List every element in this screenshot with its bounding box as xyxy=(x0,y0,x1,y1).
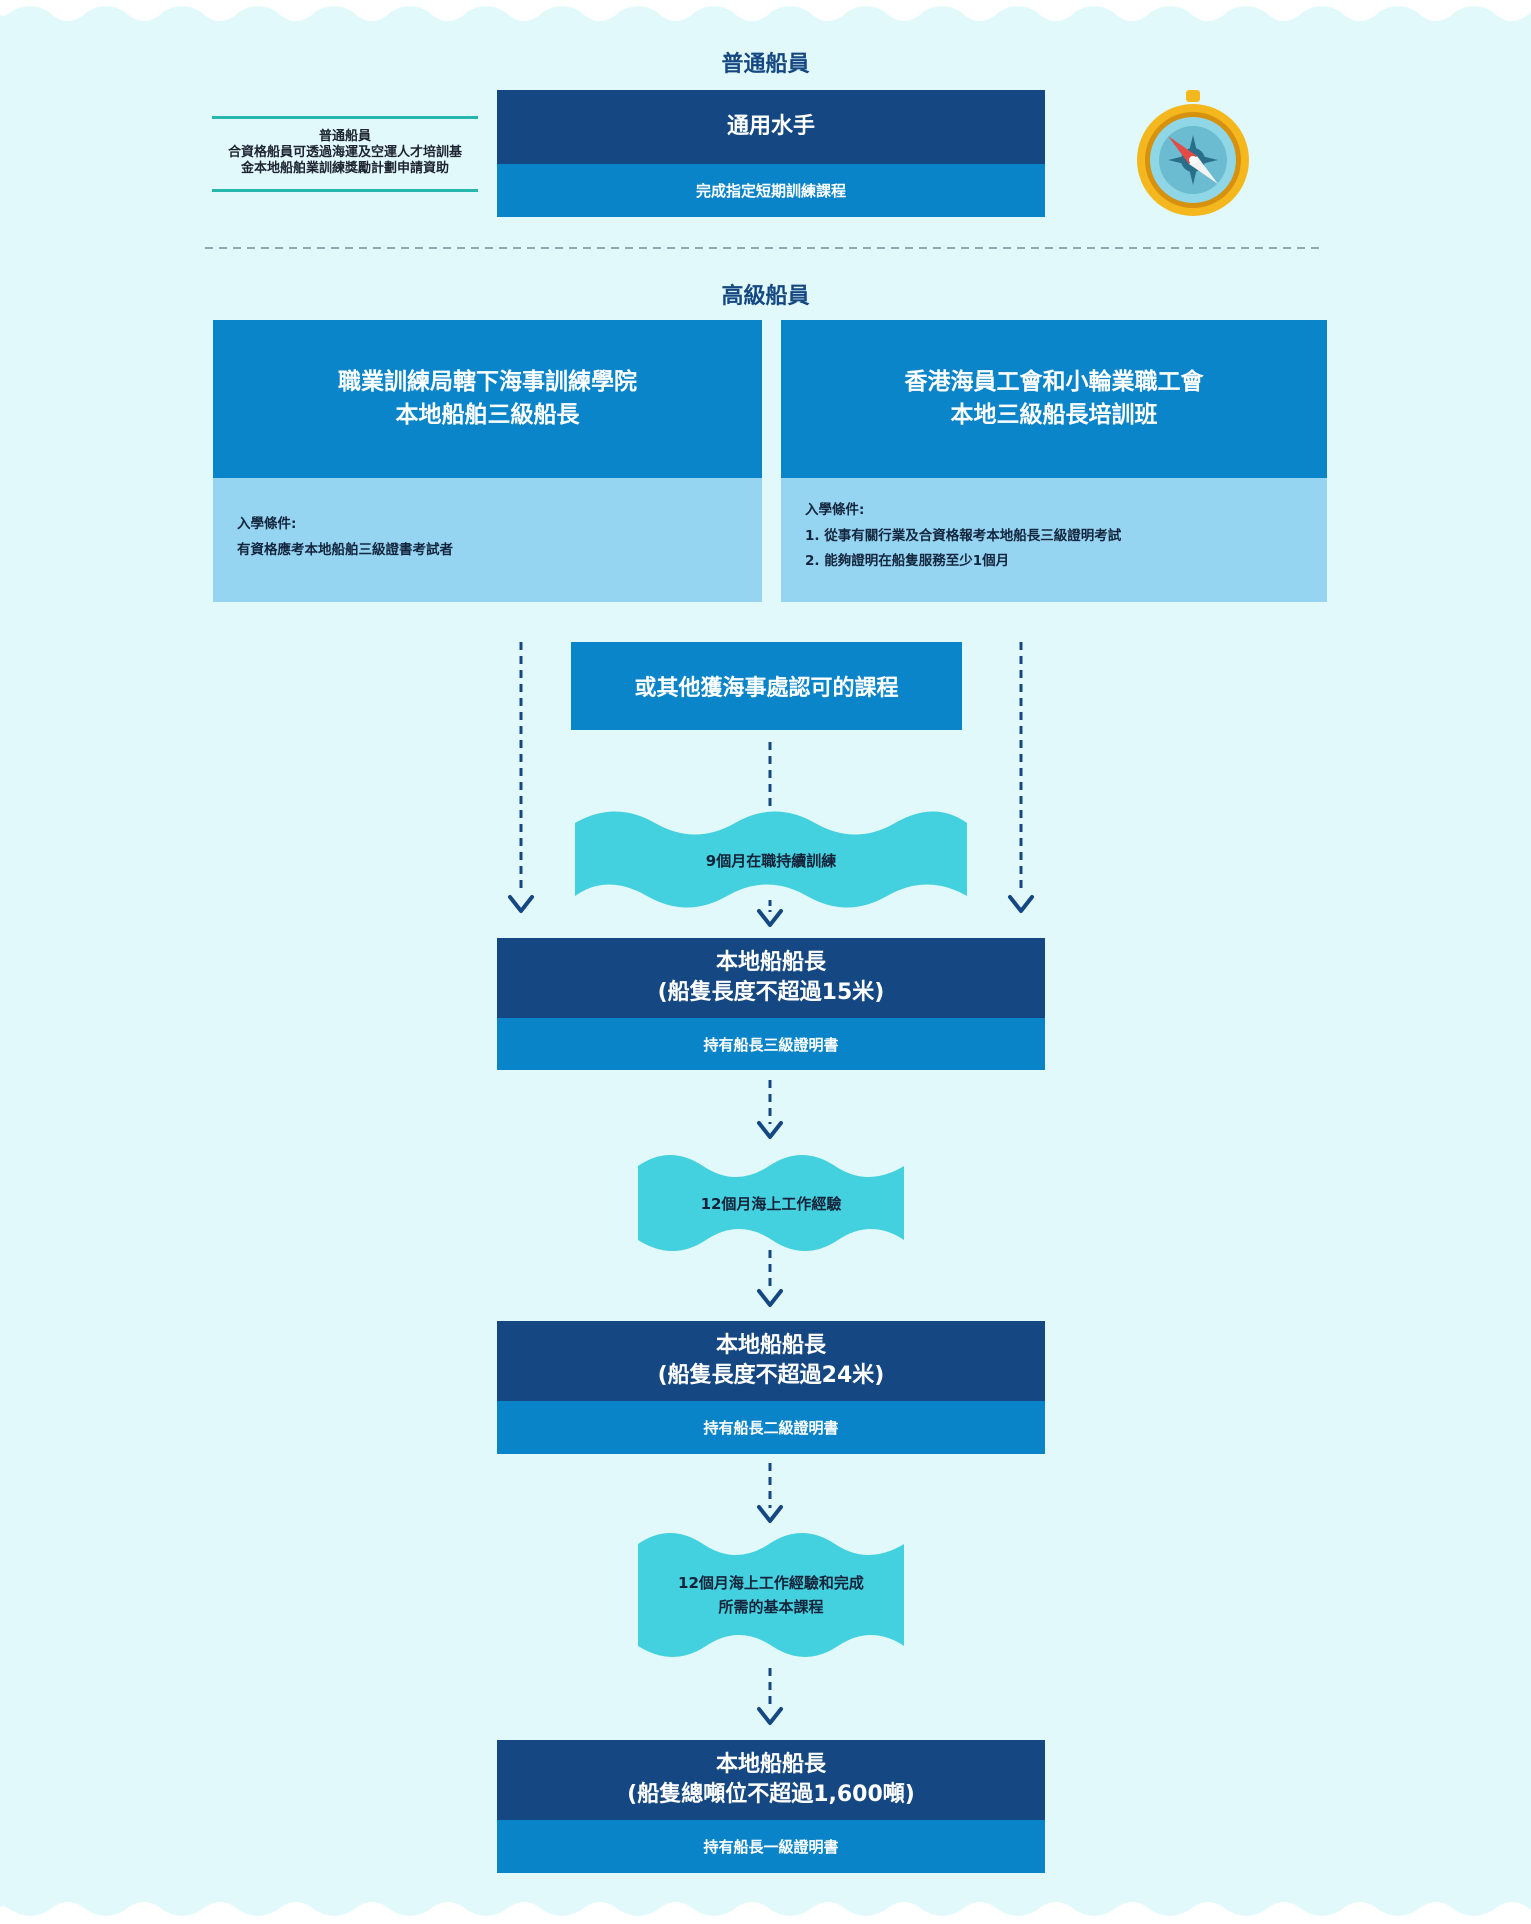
cert-title-line: 本地船船長 xyxy=(715,1333,826,1359)
funding-note-line: 合資格船員可透過海運及空運人才培訓基 xyxy=(227,145,462,160)
wave-label-1: 9個月在職持續訓練 xyxy=(575,826,967,896)
cert-title-line: (船隻長度不超過24米) xyxy=(657,1363,885,1388)
cert-title-line: 本地船船長 xyxy=(715,1752,826,1778)
bottom-wave-border xyxy=(0,1902,1531,1924)
institute-title-line: 職業訓練局轄下海事訓練學院 xyxy=(338,368,637,395)
ordinary-crew-title: 普通船員 xyxy=(721,52,810,77)
cert-sub-text: 持有船長三級證明書 xyxy=(703,1035,839,1054)
other-course-text: 或其他獲海事處認可的課程 xyxy=(634,676,899,701)
seamen-union-card: 香港海員工會和小輪業職工會 本地三級船長培訓班 xyxy=(781,320,1327,478)
center-arrowhead-2 xyxy=(757,1121,783,1139)
cert-title-line: (船隻長度不超過15米) xyxy=(657,980,885,1005)
cert-2-sub: 持有船長二級證明書 xyxy=(497,1401,1045,1454)
other-approved-course-box: 或其他獲海事處認可的課程 xyxy=(571,642,962,730)
course-title-line: 本地三級船長培訓班 xyxy=(950,402,1158,428)
senior-crew-title: 高級船員 xyxy=(721,284,810,309)
cert-title-line: (船隻總噸位不超過1,600噸) xyxy=(627,1782,915,1807)
cert-2-title: 本地船船長 (船隻長度不超過24米) xyxy=(497,1321,1045,1401)
cert-sub-text: 持有船長二級證明書 xyxy=(703,1419,839,1437)
funding-note: 普通船員 合資格船員可透過海運及空運人才培訓基 金本地船舶業訓練獎勵計劃申請資助 xyxy=(212,116,478,192)
cert-1-sub: 持有船長三級證明書 xyxy=(497,1018,1045,1070)
wave-label-text: 12個月海上工作經驗 xyxy=(700,1195,842,1213)
wave-label-text: 所需的基本課程 xyxy=(718,1598,824,1616)
funding-note-line: 金本地船舶業訓練獎勵計劃申請資助 xyxy=(240,161,449,176)
union-title-line: 香港海員工會和小輪業職工會 xyxy=(904,368,1204,395)
wave-label-text: 12個月海上工作經驗和完成 xyxy=(678,1574,864,1592)
requirements-label: 入學條件: xyxy=(805,502,865,518)
cert-3-title: 本地船船長 (船隻總噸位不超過1,600噸) xyxy=(497,1740,1045,1820)
general-purpose-rating-card-title: 通用水手 xyxy=(497,90,1045,164)
center-arrowhead-5 xyxy=(757,1707,783,1725)
requirement-item: 有資格應考本地船舶三級證書考試者 xyxy=(237,541,453,558)
left-entry-requirements: 入學條件: 有資格應考本地船舶三級證書考試者 xyxy=(213,478,762,602)
right-arrowhead xyxy=(1008,895,1034,913)
center-arrowhead-3 xyxy=(757,1289,783,1307)
card-title-text: 通用水手 xyxy=(726,114,815,140)
general-purpose-rating-card-sub: 完成指定短期訓練課程 xyxy=(497,164,1045,217)
wave-label-3: 12個月海上工作經驗和完成 所需的基本課程 xyxy=(638,1550,904,1640)
center-arrowhead-4 xyxy=(757,1505,783,1523)
requirement-item: 1. 從事有關行業及合資格報考本地船長三級證明考試 xyxy=(805,527,1122,544)
course-title-line: 本地船舶三級船長 xyxy=(395,402,580,428)
center-arrowhead-1 xyxy=(757,909,783,927)
card-sub-text: 完成指定短期訓練課程 xyxy=(695,182,846,200)
right-entry-requirements: 入學條件: 1. 從事有關行業及合資格報考本地船長三級證明考試 2. 能夠證明在… xyxy=(781,478,1327,602)
compass-icon xyxy=(1137,90,1249,216)
cert-title-line: 本地船船長 xyxy=(715,950,826,976)
requirements-label: 入學條件: xyxy=(237,516,297,532)
marine-training-institute-card: 職業訓練局轄下海事訓練學院 本地船舶三級船長 xyxy=(213,320,762,478)
cert-sub-text: 持有船長一級證明書 xyxy=(703,1838,839,1856)
funding-note-line: 普通船員 xyxy=(318,129,371,144)
wave-label-text: 9個月在職持續訓練 xyxy=(705,852,837,870)
requirement-item: 2. 能夠證明在船隻服務至少1個月 xyxy=(805,553,1010,570)
top-wave-border xyxy=(0,0,1531,21)
cert-1-title: 本地船船長 (船隻長度不超過15米) xyxy=(497,938,1045,1018)
cert-3-sub: 持有船長一級證明書 xyxy=(497,1820,1045,1873)
wave-label-2: 12個月海上工作經驗 xyxy=(638,1168,904,1240)
left-arrowhead xyxy=(508,895,534,913)
